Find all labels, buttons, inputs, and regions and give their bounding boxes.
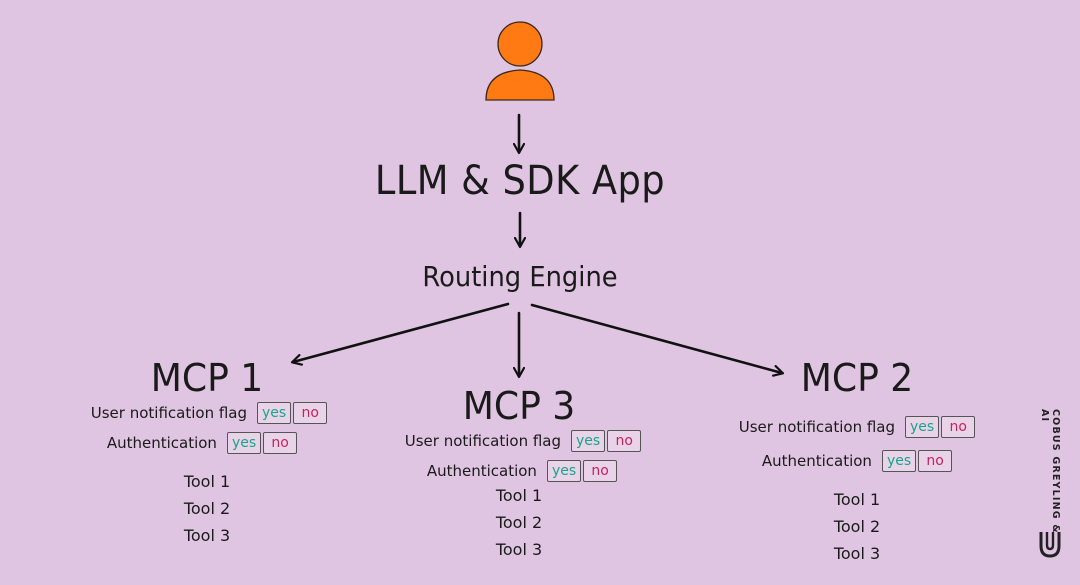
arrow-router-to-mcp1 — [293, 302, 510, 362]
authentication-row: Authentication yes no — [72, 432, 332, 454]
app-node-label: LLM & SDK App — [374, 158, 666, 204]
mcp-title: MCP 3 — [462, 384, 576, 428]
routing-engine-label: Routing Engine — [422, 260, 618, 293]
authentication-label: Authentication — [426, 462, 537, 480]
notification-flag-row: User notification flag yes no — [402, 430, 644, 452]
notification-flag-label: User notification flag — [90, 404, 248, 422]
cobus-greyling-logo: COBUS GREYLING & AI — [1030, 409, 1070, 560]
no-toggle[interactable]: no — [583, 460, 618, 482]
yes-toggle[interactable]: yes — [881, 450, 917, 472]
tool-item: Tool 2 — [833, 517, 881, 536]
yes-toggle[interactable]: yes — [257, 402, 292, 424]
yes-toggle[interactable]: yes — [546, 460, 582, 482]
tool-item: Tool 2 — [183, 499, 231, 518]
no-toggle[interactable]: no — [918, 450, 953, 472]
mcp-title: MCP 2 — [800, 356, 914, 400]
authentication-row: Authentication yes no — [732, 450, 982, 472]
tool-item: Tool 1 — [495, 486, 543, 505]
tool-item: Tool 1 — [183, 472, 231, 491]
notification-flag-row: User notification flag yes no — [732, 416, 982, 438]
authentication-row: Authentication yes no — [400, 460, 644, 482]
mcp-server-2: MCP 2 User notification flag yes no Auth… — [732, 356, 982, 567]
yes-toggle[interactable]: yes — [571, 430, 606, 452]
tool-item: Tool 3 — [495, 540, 543, 559]
notification-flag-label: User notification flag — [738, 418, 896, 436]
cobus-greyling-logo-icon — [1039, 532, 1061, 558]
arrow-router-to-mcp2 — [530, 303, 782, 373]
no-toggle[interactable]: no — [263, 432, 298, 454]
yes-toggle[interactable]: yes — [226, 432, 262, 454]
tool-item: Tool 3 — [833, 544, 881, 563]
no-toggle[interactable]: no — [293, 402, 328, 424]
user-icon — [485, 21, 555, 101]
authentication-label: Authentication — [761, 452, 872, 470]
tool-item: Tool 3 — [183, 526, 231, 545]
notification-flag-label: User notification flag — [404, 432, 562, 450]
no-toggle[interactable]: no — [607, 430, 642, 452]
notification-flag-row: User notification flag yes no — [86, 402, 332, 424]
tool-item: Tool 1 — [833, 490, 881, 509]
mcp-title: MCP 1 — [150, 356, 264, 400]
tool-item: Tool 2 — [495, 513, 543, 532]
authentication-label: Authentication — [106, 434, 217, 452]
mcp-server-1: MCP 1 User notification flag yes no Auth… — [82, 356, 332, 549]
yes-toggle[interactable]: yes — [905, 416, 940, 438]
no-toggle[interactable]: no — [941, 416, 976, 438]
brand-name: COBUS GREYLING & AI — [1039, 409, 1061, 534]
mcp-server-3: MCP 3 User notification flag yes no Auth… — [394, 384, 644, 563]
